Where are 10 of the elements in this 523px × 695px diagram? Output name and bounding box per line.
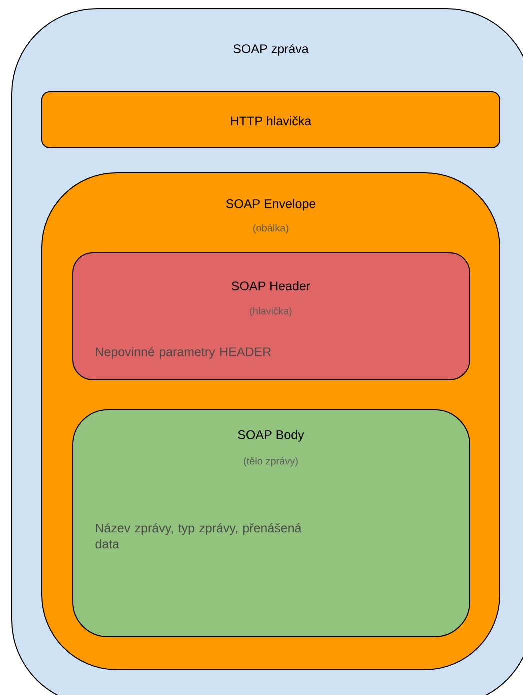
node-title: SOAP Envelope xyxy=(226,199,316,211)
node-title: SOAP zpráva xyxy=(234,44,309,56)
node-subtitle: (obálka) xyxy=(254,224,288,234)
node-title: SOAP Header xyxy=(232,281,310,291)
node-subtitle: (tělo zprávy) xyxy=(244,457,298,467)
node-title: SOAP Body xyxy=(238,430,304,442)
node-title: HTTP hlavička xyxy=(231,116,312,126)
node-description: Nepovinné parametry HEADER xyxy=(96,347,272,359)
node-subtitle: (hlavička) xyxy=(250,307,292,317)
node-description: Název zprávy, typ zprávy, přenášená data xyxy=(96,523,302,549)
